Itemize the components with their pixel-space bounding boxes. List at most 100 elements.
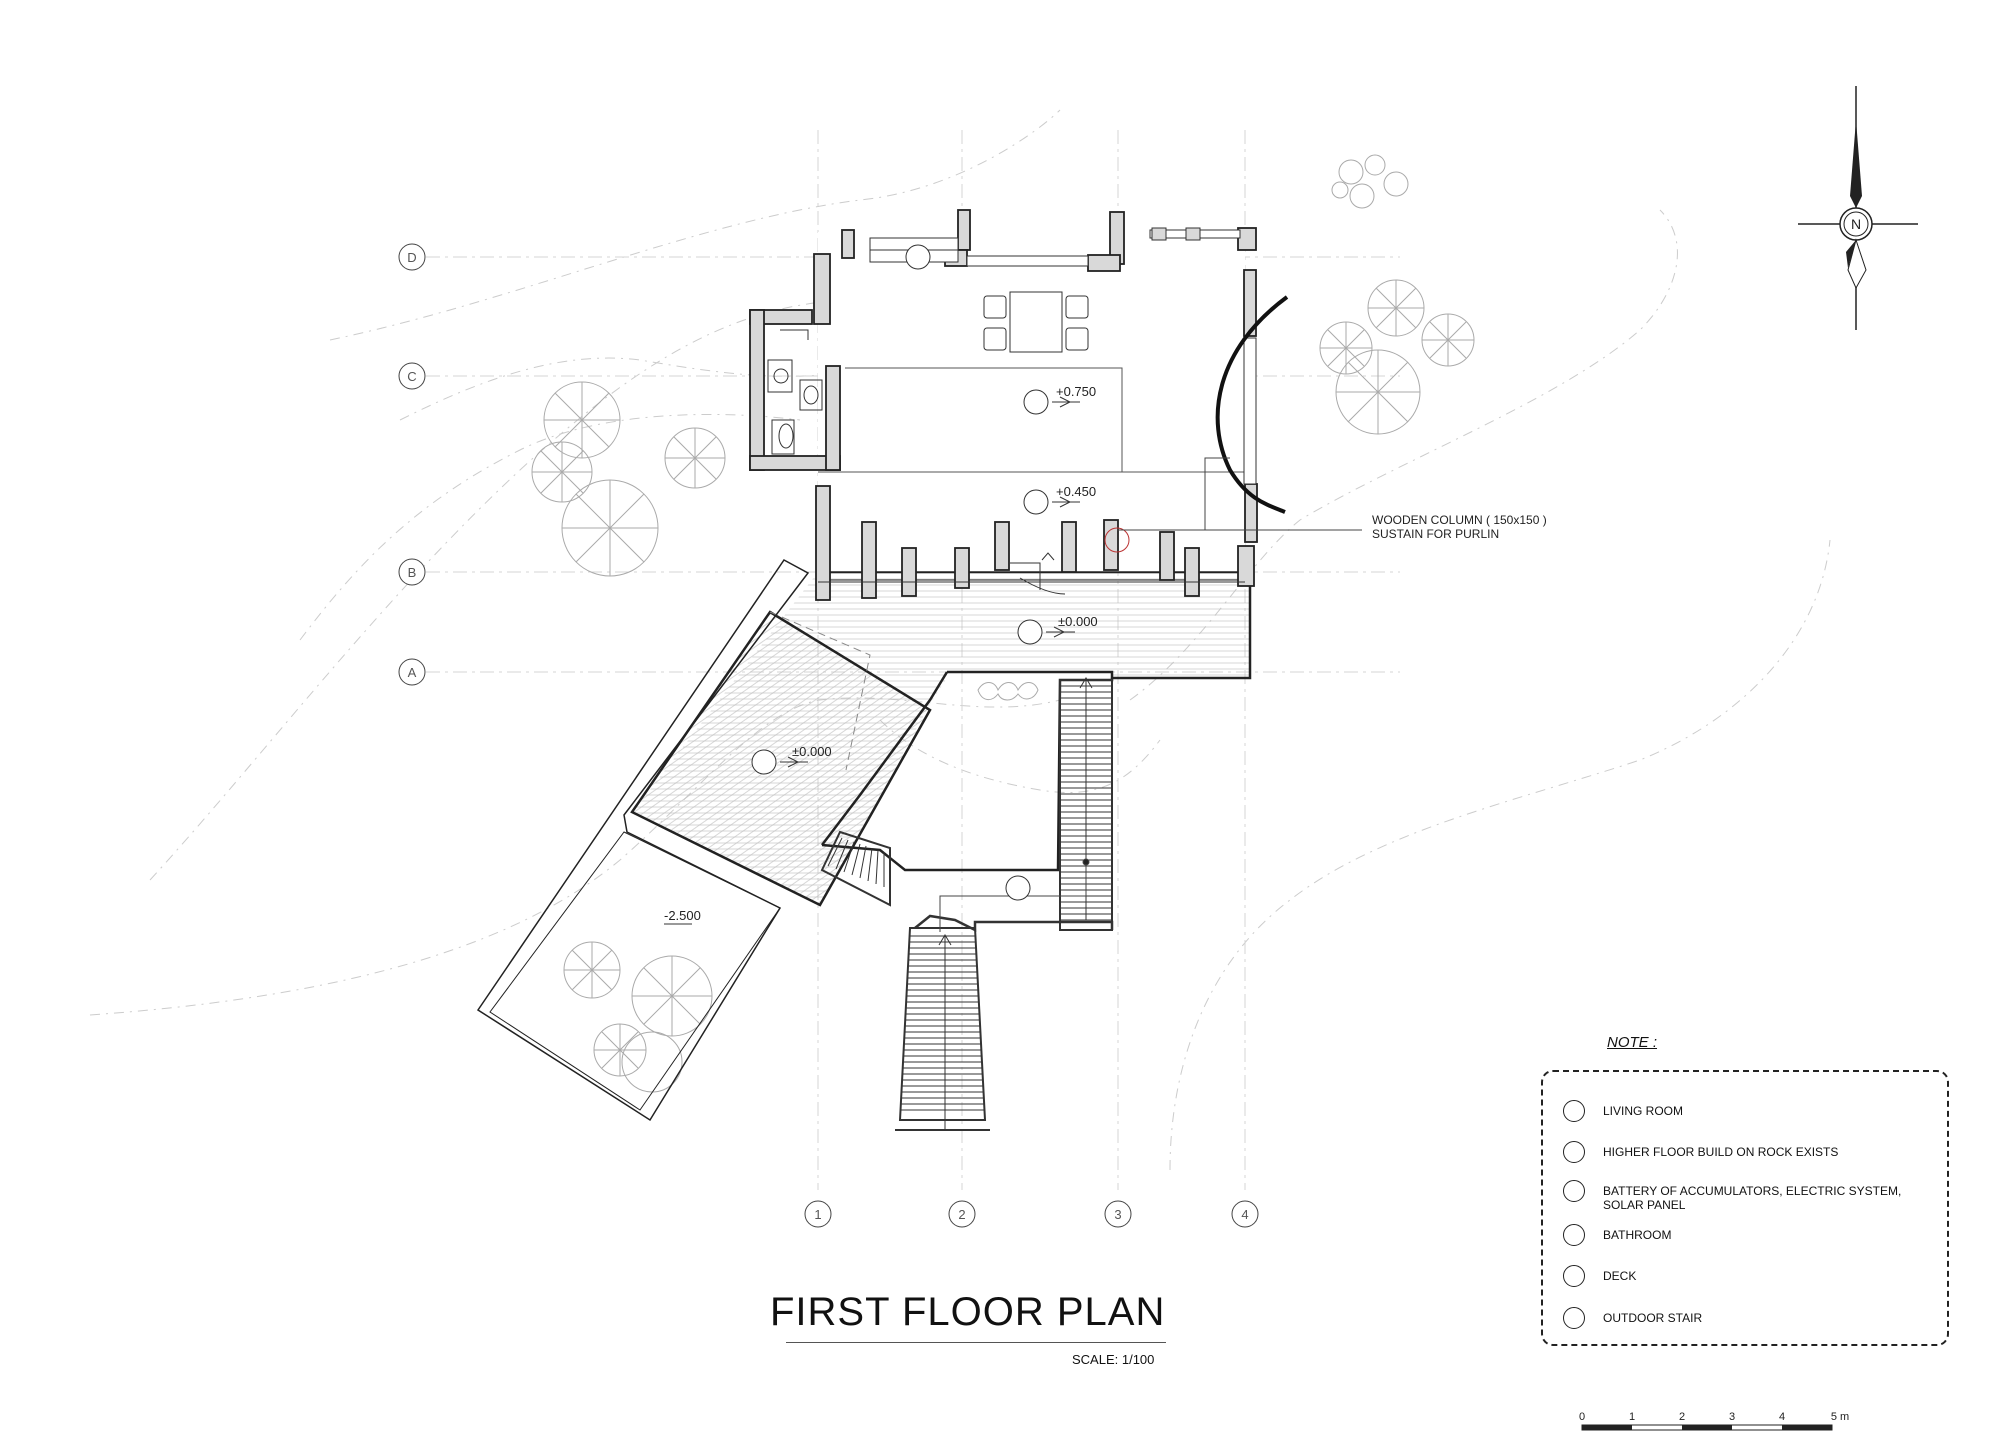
level-lower-deck: ±0.000 — [792, 744, 832, 759]
note-text: LIVING ROOM — [1603, 1104, 1684, 1118]
note-text: BATHROOM — [1603, 1228, 1672, 1242]
tree-symbol — [543, 381, 621, 459]
lower-deck — [630, 570, 1252, 907]
door-swing — [1010, 552, 1066, 595]
stair-tread — [835, 839, 849, 870]
level-living: +0.750 — [1056, 384, 1096, 399]
grid-label-row-b: B — [408, 565, 417, 580]
bathroom-fixtures — [767, 329, 823, 455]
note-item-higher-floor: HIGHER FLOOR BUILD ON ROCK EXISTS — [1563, 1141, 1933, 1163]
tree-symbol — [1331, 154, 1409, 209]
grid-label-col-3: 3 — [1114, 1207, 1121, 1222]
note-text: DECK — [1603, 1269, 1637, 1283]
plan-scale: SCALE: 1/100 — [1072, 1352, 1155, 1367]
room-tag-mid-level — [1023, 489, 1049, 515]
tree-symbol — [1319, 321, 1373, 375]
title-underline — [786, 1342, 1166, 1343]
stair-tread — [867, 847, 873, 882]
note-bullet — [1563, 1180, 1585, 1202]
side-stair — [820, 830, 891, 907]
note-bullet — [1563, 1265, 1585, 1287]
level-labels: +0.750 +0.450 ±0.000 ±0.000 -2.500 — [664, 384, 1098, 923]
plan-title: FIRST FLOOR PLAN — [770, 1290, 1166, 1334]
stair-tread — [843, 841, 855, 873]
note-bullet — [1563, 1307, 1585, 1329]
column-annotation-text: WOODEN COLUMN ( 150x150 ) SUSTAIN FOR PU… — [1372, 513, 1547, 541]
lower-stair — [895, 927, 990, 1131]
tree-symbol — [664, 427, 726, 489]
grid-bubble-row-c — [398, 362, 426, 390]
note-item-living-room: LIVING ROOM — [1563, 1100, 1933, 1122]
note-item-deck: DECK — [1563, 1265, 1933, 1287]
roof-curve — [1215, 295, 1289, 514]
note-text: OUTDOOR STAIR — [1603, 1311, 1703, 1325]
note-heading: NOTE : — [1607, 1034, 1658, 1051]
grid-label-col-4: 4 — [1241, 1207, 1248, 1222]
scale-tick-5: 5 m — [1831, 1411, 1849, 1423]
scale-tick-1: 1 — [1629, 1411, 1635, 1423]
lower-deck-platform — [630, 610, 932, 907]
note-text: BATTERY OF ACCUMULATORS, ELECTRIC SYSTEM… — [1603, 1184, 1902, 1212]
scale-tick-3: 3 — [1729, 1411, 1735, 1423]
tree-symbol — [1367, 279, 1425, 337]
tree-symbol — [531, 441, 593, 503]
room-tag-living-room — [905, 244, 931, 270]
grid-label-col-2: 2 — [958, 1207, 965, 1222]
dashed-edge — [769, 611, 871, 771]
north-arrow — [1798, 86, 1918, 330]
tree-symbol — [593, 1023, 647, 1077]
room-tag-lower-deck — [751, 749, 777, 775]
grid-bubble-row-b — [398, 558, 426, 586]
grid-label-row-d: D — [407, 250, 416, 265]
garden-ramp — [476, 559, 810, 1122]
scale-tick-0: 0 — [1579, 1411, 1585, 1423]
stair-tread — [827, 837, 843, 867]
note-item-outdoor-stair: OUTDOOR STAIR — [1563, 1307, 1933, 1329]
grid-bubble-col-1 — [804, 1200, 832, 1228]
room-tag-deck — [1017, 619, 1043, 645]
note-bullet — [1563, 1100, 1585, 1122]
grid-bubble-col-3 — [1104, 1200, 1132, 1228]
note-item-bathroom: BATHROOM — [1563, 1224, 1933, 1246]
trees — [531, 154, 1475, 1093]
scale-bar-ticks: 0 1 2 3 4 5 m — [1579, 1411, 1849, 1423]
grid-bubble-row-d — [398, 243, 426, 271]
note-item-battery: BATTERY OF ACCUMULATORS, ELECTRIC SYSTEM… — [1563, 1180, 1933, 1212]
tree-symbol — [631, 955, 713, 1037]
dining-table-set — [983, 291, 1089, 353]
grid-label-col-1: 1 — [814, 1207, 821, 1222]
grid-bubbles — [398, 243, 1259, 1228]
grid-label-row-c: C — [407, 369, 416, 384]
annotation-line-2: SUSTAIN FOR PURLIN — [1372, 527, 1499, 541]
shrub-symbol — [977, 682, 1039, 701]
note-bullet — [1563, 1141, 1585, 1163]
grid-label-row-a: A — [408, 665, 417, 680]
room-tag-living-level — [1023, 389, 1049, 415]
tree-symbol — [563, 941, 621, 999]
stair-tread — [875, 849, 879, 885]
room-tag-void — [1005, 875, 1031, 901]
grid-bubble-col-2 — [948, 1200, 976, 1228]
tree-symbol — [1335, 349, 1421, 435]
note-text: HIGHER FLOOR BUILD ON ROCK EXISTS — [1603, 1145, 1839, 1159]
level-markers — [664, 396, 1080, 925]
room-tags — [751, 244, 1049, 901]
grid-bubble-row-a — [398, 658, 426, 686]
grid-bubble-labels: D C B A 1 2 3 4 — [407, 250, 1248, 1222]
highlighted-column — [1104, 527, 1130, 553]
scale-bar — [1581, 1424, 1833, 1431]
title-block: FIRST FLOOR PLAN SCALE: 1/100 — [770, 1290, 1190, 1367]
north-arrow-letter: N — [1851, 216, 1861, 232]
level-mid: +0.450 — [1056, 484, 1096, 499]
scale-tick-4: 4 — [1779, 1411, 1785, 1423]
stair-tread — [851, 843, 861, 876]
stair-tread — [859, 845, 867, 879]
notes-legend: LIVING ROOM HIGHER FLOOR BUILD ON ROCK E… — [1541, 1070, 1949, 1346]
walls — [749, 209, 1258, 601]
annotation-line-1: WOODEN COLUMN ( 150x150 ) — [1372, 513, 1547, 527]
tree-symbol — [1421, 313, 1475, 367]
column-annotation — [1104, 457, 1362, 553]
grid-bubble-col-4 — [1231, 1200, 1259, 1228]
tree-symbol — [561, 479, 659, 577]
